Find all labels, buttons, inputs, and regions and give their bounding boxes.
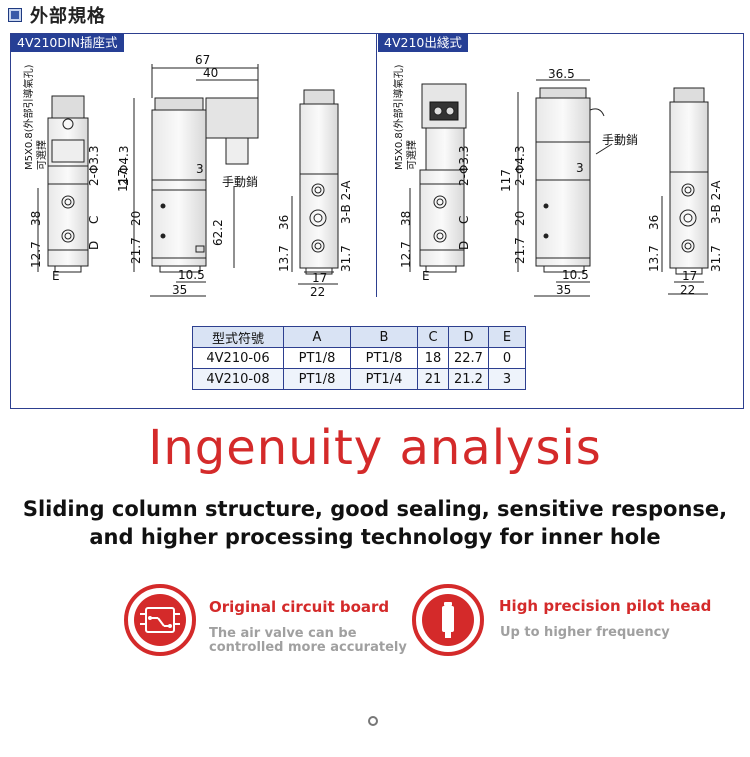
table-cell: PT1/4: [350, 368, 418, 390]
label-d: D: [87, 241, 101, 250]
feature-desc: The air valve can be: [209, 626, 357, 641]
carousel-dot[interactable]: [368, 716, 378, 726]
table-header: 型式符號: [192, 326, 284, 348]
panel-tag-din: 4V210DIN插座式: [11, 34, 124, 52]
table-cell: PT1/8: [283, 347, 351, 369]
table-cell: 21.2: [448, 368, 489, 390]
selectable-label-right: 可選擇: [405, 140, 418, 170]
headline: Ingenuity analysis: [148, 420, 602, 476]
dim-10-5-right: 10.5: [562, 268, 589, 282]
subline-1: Sliding column structure, good sealing, …: [22, 497, 728, 521]
table-header: A: [283, 326, 351, 348]
table-cell: 21: [417, 368, 449, 390]
dim-13-7: 13.7: [277, 245, 291, 272]
table-row: 4V210-06 PT1/8 PT1/8 18 22.7 0: [192, 347, 526, 369]
table-header: D: [448, 326, 489, 348]
dim-31-7-right: 31.7: [709, 245, 723, 272]
table-header-row: 型式符號 A B C D E: [192, 326, 526, 348]
feature-desc: controlled more accurately: [209, 640, 407, 655]
table-cell: 0: [487, 347, 526, 369]
table-header: B: [350, 326, 418, 348]
m5-port-label: M5X0.8(外部引導氣孔): [22, 64, 35, 170]
dim-117-right: 117: [499, 169, 513, 192]
spec-frame: [10, 33, 744, 409]
selectable-label: 可選擇: [35, 140, 48, 170]
panel-divider: [376, 33, 377, 297]
table-cell: PT1/8: [283, 368, 351, 390]
label-c: C: [87, 216, 101, 224]
dim-38: 38: [29, 211, 43, 226]
dim-20-right: 20: [513, 211, 527, 226]
dim-17: 17: [312, 271, 327, 285]
technical-drawings: 67 40 3 手動銷 10.5 35 17 22 E M5X0.8(外部引導氣…: [22, 53, 723, 299]
pilot-head-icon: [412, 584, 484, 656]
subline-2: and higher processing technology for inn…: [89, 525, 661, 549]
feature-title: High precision pilot head: [499, 597, 712, 615]
dim-21-7-right: 21.7: [513, 237, 527, 264]
table-header: C: [417, 326, 449, 348]
dim-35-right: 35: [556, 283, 571, 297]
dim-62-2: 62.2: [211, 219, 225, 246]
manual-pin-label: 手動銷: [222, 174, 258, 189]
dim-36-right: 36: [647, 215, 661, 230]
table-cell: 22.7: [448, 347, 489, 369]
dim-12-7: 12.7: [29, 241, 43, 268]
dim-67: 67: [195, 53, 210, 67]
dim-117-left: 117: [116, 169, 130, 192]
dim-36-5: 36.5: [548, 67, 575, 81]
m5-port-label-right: M5X0.8(外部引導氣孔): [392, 64, 405, 170]
hole-phi43: 2-Φ4.3: [117, 146, 131, 187]
dim-36: 36: [277, 215, 291, 230]
manual-pin-label-right: 手動銷: [602, 132, 638, 147]
dim-17-right: 17: [682, 269, 697, 283]
label-e: E: [52, 269, 60, 283]
table-header: E: [487, 326, 526, 348]
section-title: 外部規格: [30, 6, 106, 27]
table-cell: 3: [487, 368, 526, 390]
section-header: 外部規格: [8, 3, 106, 27]
dim-38-right: 38: [399, 211, 413, 226]
label-c-right: C: [457, 216, 471, 224]
table-cell: 4V210-08: [192, 368, 284, 390]
table-cell: PT1/8: [350, 347, 418, 369]
dim-3-right: 3: [576, 161, 584, 175]
hole-phi33-right: 2-Φ3.3: [457, 146, 471, 187]
dim-10-5: 10.5: [178, 268, 205, 282]
dim-22-right: 22: [680, 283, 695, 297]
dim-31-7: 31.7: [339, 245, 353, 272]
feature-title: Original circuit board: [209, 598, 390, 616]
port-b2a-label-right: 3-B 2-A: [709, 180, 723, 224]
label-d-right: D: [457, 241, 471, 250]
dim-35: 35: [172, 283, 187, 297]
hole-phi33: 2-Φ3.3: [87, 146, 101, 187]
hole-phi43-right: 2-Φ4.3: [513, 146, 527, 187]
dim-13-7-right: 13.7: [647, 245, 661, 272]
dim-3: 3: [196, 162, 204, 176]
feature-desc: Up to higher frequency: [500, 625, 670, 640]
model-spec-table: 型式符號 A B C D E 4V210-06 PT1/8 PT1/8 18 2…: [192, 326, 526, 390]
square-bullet-icon: [8, 8, 22, 22]
table-cell: 4V210-06: [192, 347, 284, 369]
panel-tag-wire: 4V210出綫式: [378, 34, 468, 52]
table-row: 4V210-08 PT1/8 PT1/4 21 21.2 3: [192, 368, 526, 390]
dim-12-7-right: 12.7: [399, 241, 413, 268]
table-cell: 18: [417, 347, 449, 369]
dim-20: 20: [129, 211, 143, 226]
dim-21-7: 21.7: [129, 237, 143, 264]
label-e-right: E: [422, 269, 430, 283]
dim-40: 40: [203, 66, 218, 80]
circuit-board-icon: [124, 584, 196, 656]
port-b2a-label: 3-B 2-A: [339, 180, 353, 224]
dim-22: 22: [310, 285, 325, 299]
